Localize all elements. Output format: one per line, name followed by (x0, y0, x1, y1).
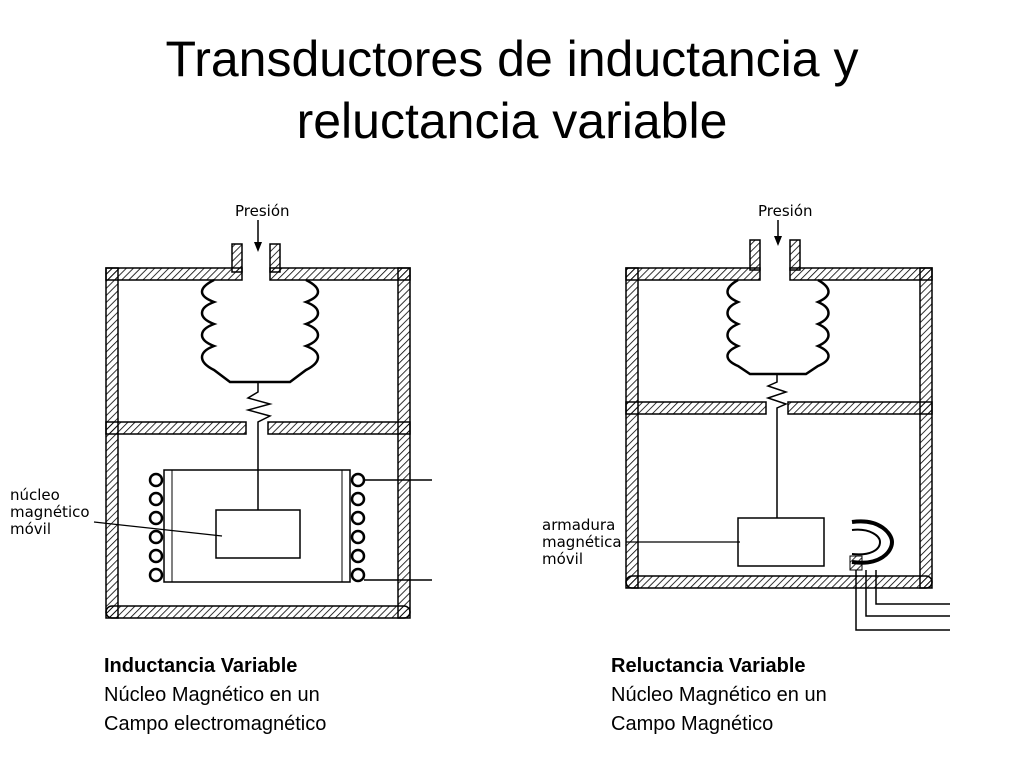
bellows (200, 278, 320, 384)
magnet-lead-3 (875, 570, 950, 605)
movable-core (215, 509, 301, 559)
pressure-arrowhead (254, 242, 262, 252)
title-line-1: Transductores de inductancia y (165, 31, 859, 87)
armature-label-line-2: magnética (542, 533, 622, 551)
housing-wall (105, 243, 411, 619)
caption-reluctance: Reluctancia Variable Núcleo Magnético en… (611, 652, 827, 739)
slide-title: Transductores de inductancia y reluctanc… (0, 28, 1024, 152)
core-label-line-1: núcleo (10, 486, 60, 504)
caption-title: Reluctancia Variable (611, 655, 806, 677)
caption-line-1: Núcleo Magnético en un (104, 684, 320, 706)
caption-title: Inductancia Variable (104, 655, 298, 677)
coil-windings-right (350, 472, 366, 583)
caption-line-2: Campo electromagnético (104, 713, 327, 735)
armature-label-line-3: móvil (542, 550, 583, 568)
reluctance-transducer-diagram: Presión armadura magnética móvil (542, 202, 950, 631)
pressure-label: Presión (758, 202, 813, 220)
pressure-arrowhead (774, 236, 782, 246)
coil-windings-left (148, 472, 164, 583)
spring (245, 382, 273, 428)
horseshoe-magnet-inner (851, 528, 882, 556)
core-label: núcleo magnético móvil (10, 486, 94, 538)
caption-line-2: Campo Magnético (611, 713, 774, 735)
spring (765, 374, 789, 414)
horseshoe-magnet (851, 519, 895, 565)
core-label-line-2: magnético (10, 503, 90, 521)
title-line-2: reluctancia variable (296, 93, 728, 149)
magnet-lead-2 (865, 570, 950, 617)
core-leader-line (93, 521, 223, 537)
coil-former (163, 469, 351, 583)
magnet-base (849, 555, 863, 571)
core-label-line-3: móvil (10, 520, 51, 538)
caption-inductance: Inductancia Variable Núcleo Magnético en… (104, 652, 326, 739)
armature-label-line-1: armadura (542, 516, 615, 534)
inductance-transducer-diagram: Presión (10, 202, 432, 619)
armature-label: armadura magnética móvil (542, 516, 626, 568)
magnet-lead-1 (855, 570, 950, 631)
caption-line-1: Núcleo Magnético en un (611, 684, 827, 706)
pressure-label: Presión (235, 202, 290, 220)
movable-armature (737, 517, 825, 567)
bellows (726, 278, 830, 376)
